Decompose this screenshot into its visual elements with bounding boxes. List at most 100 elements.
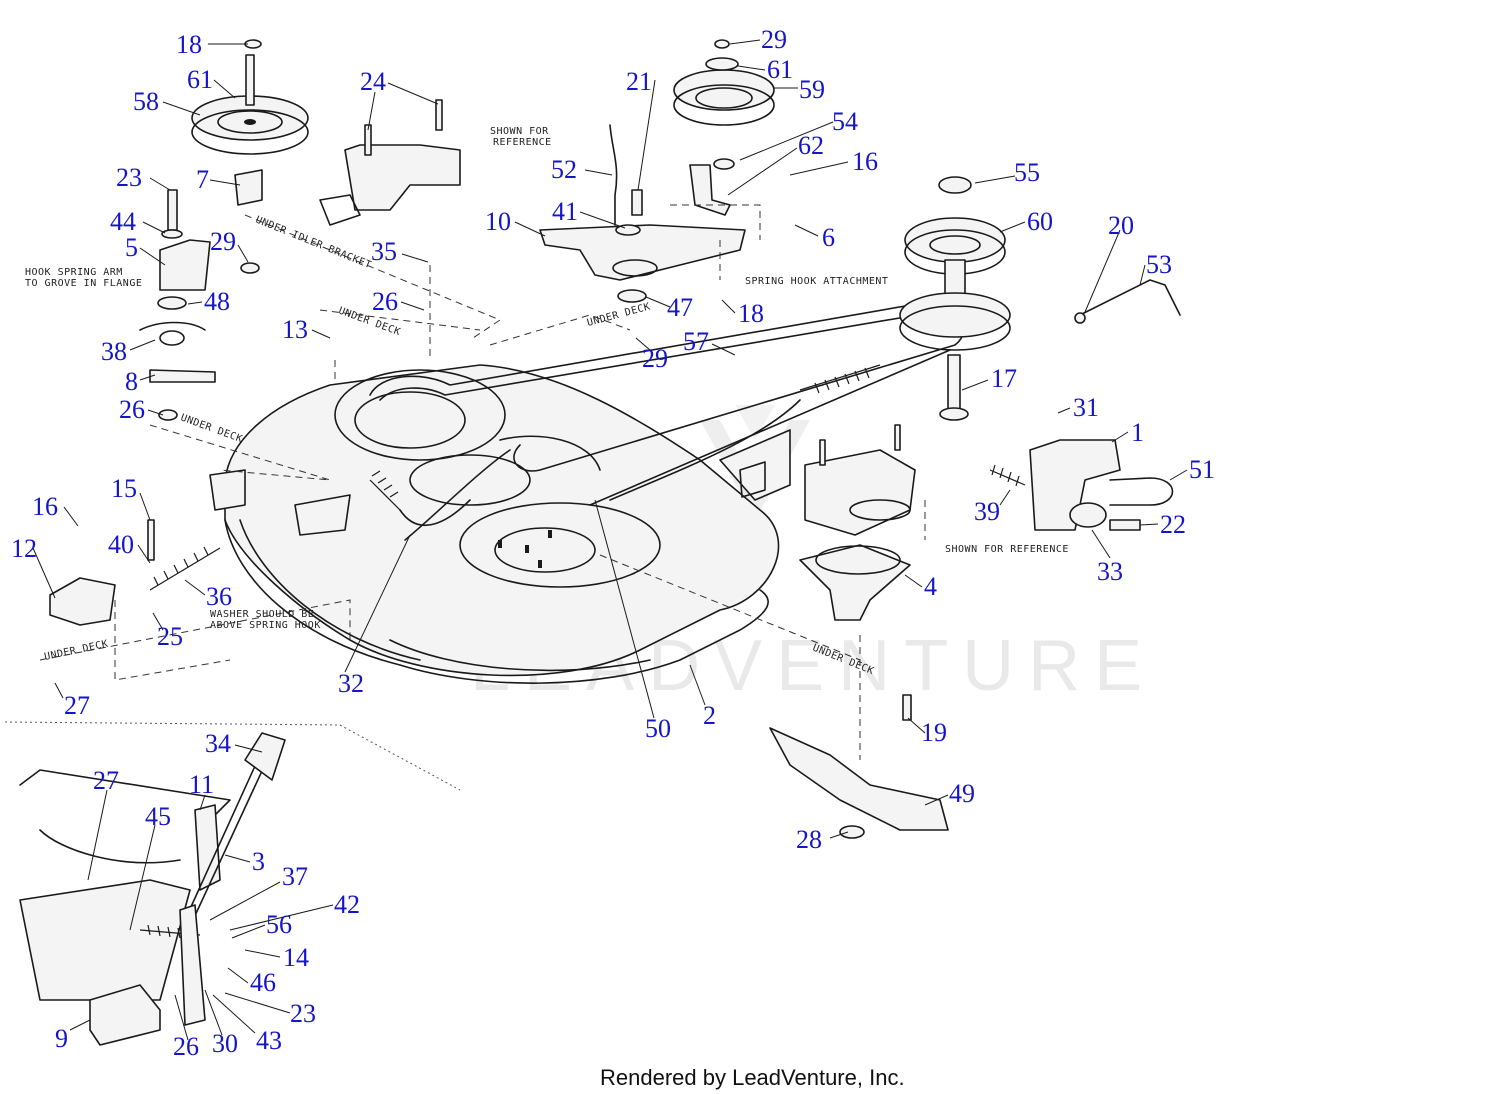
- footer-credit: Rendered by LeadVenture, Inc.: [600, 1065, 905, 1090]
- mower-blade: [769, 694, 949, 839]
- note-spring-hook-attachment: SPRING HOOK ATTACHMENT: [745, 276, 888, 287]
- callout-29: 29: [642, 344, 668, 373]
- mower-deck-shell: [209, 364, 791, 684]
- deck-lift-bracket: [989, 439, 1174, 531]
- note-shown-for-reference-full: SHOWN FOR REFERENCE: [945, 544, 1069, 555]
- callout-2: 2: [703, 701, 716, 730]
- callout-26: 26: [372, 287, 398, 316]
- callout-18: 18: [176, 30, 202, 59]
- note-under-idler-bracket: UNDER IDLER BRACKET: [254, 215, 373, 272]
- note-to-grove-in-flange: TO GROVE IN FLANGE: [25, 278, 142, 289]
- callout-39: 39: [974, 497, 1000, 526]
- callout-21: 21: [626, 67, 652, 96]
- callout-61: 61: [767, 55, 793, 84]
- callout-31: 31: [1073, 393, 1099, 422]
- callout-19: 19: [921, 718, 947, 747]
- callout-60: 60: [1027, 207, 1053, 236]
- left-spring-bracket: [49, 519, 221, 626]
- callout-14: 14: [283, 943, 309, 972]
- note-above-spring-hook: ABOVE SPRING HOOK: [210, 620, 321, 631]
- callout-59: 59: [799, 75, 825, 104]
- callout-5: 5: [125, 233, 138, 262]
- left-idler-bracket: [139, 189, 260, 421]
- callout-25: 25: [157, 622, 183, 651]
- callout-45: 45: [145, 802, 171, 831]
- callout-61: 61: [187, 65, 213, 94]
- callout-36: 36: [206, 582, 232, 611]
- callout-16: 16: [32, 492, 58, 521]
- callout-27: 27: [64, 691, 90, 720]
- cable-rod: [1074, 279, 1181, 324]
- callout-3: 3: [252, 847, 265, 876]
- idler-arm-assembly: [539, 124, 746, 303]
- idler-pulley-58: [191, 39, 309, 206]
- callout-57: 57: [683, 327, 709, 356]
- callout-49: 49: [949, 779, 975, 808]
- callout-23: 23: [290, 999, 316, 1028]
- callout-58: 58: [133, 87, 159, 116]
- callout-1: 1: [1131, 418, 1144, 447]
- callout-18: 18: [738, 299, 764, 328]
- callout-62: 62: [798, 131, 824, 160]
- callout-7: 7: [196, 165, 209, 194]
- callout-6: 6: [822, 223, 835, 252]
- callout-41: 41: [552, 197, 578, 226]
- callout-43: 43: [256, 1026, 282, 1055]
- callout-numbers: 18 61 58 23 7 44 5 29 48 38 8 26 24 35 2…: [11, 25, 1215, 1061]
- callout-32: 32: [338, 669, 364, 698]
- note-hook-spring-arm: HOOK SPRING ARM: [25, 267, 123, 278]
- callout-38: 38: [101, 337, 127, 366]
- callout-22: 22: [1160, 510, 1186, 539]
- callout-15: 15: [111, 474, 137, 503]
- note-under-deck-3: UNDER DECK: [586, 301, 652, 329]
- callout-51: 51: [1189, 455, 1215, 484]
- callout-16: 16: [852, 147, 878, 176]
- callout-30: 30: [212, 1029, 238, 1058]
- callout-29: 29: [761, 25, 787, 54]
- callout-46: 46: [250, 968, 276, 997]
- callout-leaders: [32, 39, 1188, 1041]
- callout-13: 13: [282, 315, 308, 344]
- callout-27: 27: [93, 766, 119, 795]
- note-washer-should-be: WASHER SHOULD BE: [210, 609, 314, 620]
- callout-17: 17: [991, 364, 1017, 393]
- callout-54: 54: [832, 107, 858, 136]
- callout-26: 26: [173, 1032, 199, 1061]
- callout-4: 4: [924, 572, 937, 601]
- callout-29: 29: [210, 227, 236, 256]
- callout-34: 34: [205, 729, 231, 758]
- callout-50: 50: [645, 714, 671, 743]
- note-under-deck-2: UNDER DECK: [179, 412, 244, 445]
- callout-23: 23: [116, 163, 142, 192]
- callout-55: 55: [1014, 158, 1040, 187]
- callout-12: 12: [11, 534, 37, 563]
- callout-28: 28: [796, 825, 822, 854]
- lift-lever-assembly: [19, 732, 286, 1046]
- callout-26: 26: [119, 395, 145, 424]
- callout-24: 24: [360, 67, 386, 96]
- callout-48: 48: [204, 287, 230, 316]
- callout-42: 42: [334, 890, 360, 919]
- reference-lines: [4, 204, 926, 791]
- note-shown-for-reference: SHOWN FOR: [490, 126, 549, 137]
- callout-11: 11: [189, 770, 214, 799]
- callout-53: 53: [1146, 250, 1172, 279]
- callout-37: 37: [282, 862, 308, 891]
- spindle-housing: [799, 424, 916, 621]
- note-reference: REFERENCE: [493, 137, 552, 148]
- callout-33: 33: [1097, 557, 1123, 586]
- callout-47: 47: [667, 293, 693, 322]
- callout-9: 9: [55, 1024, 68, 1053]
- callout-8: 8: [125, 367, 138, 396]
- callout-35: 35: [371, 237, 397, 266]
- callout-56: 56: [266, 910, 292, 939]
- callout-40: 40: [108, 530, 134, 559]
- callout-10: 10: [485, 207, 511, 236]
- deck-springs: [369, 364, 881, 527]
- spindle-pulley-60: [899, 176, 1011, 421]
- callout-52: 52: [551, 155, 577, 184]
- callout-44: 44: [110, 207, 136, 236]
- note-under-deck-4: UNDER DECK: [43, 639, 109, 663]
- callout-20: 20: [1108, 211, 1134, 240]
